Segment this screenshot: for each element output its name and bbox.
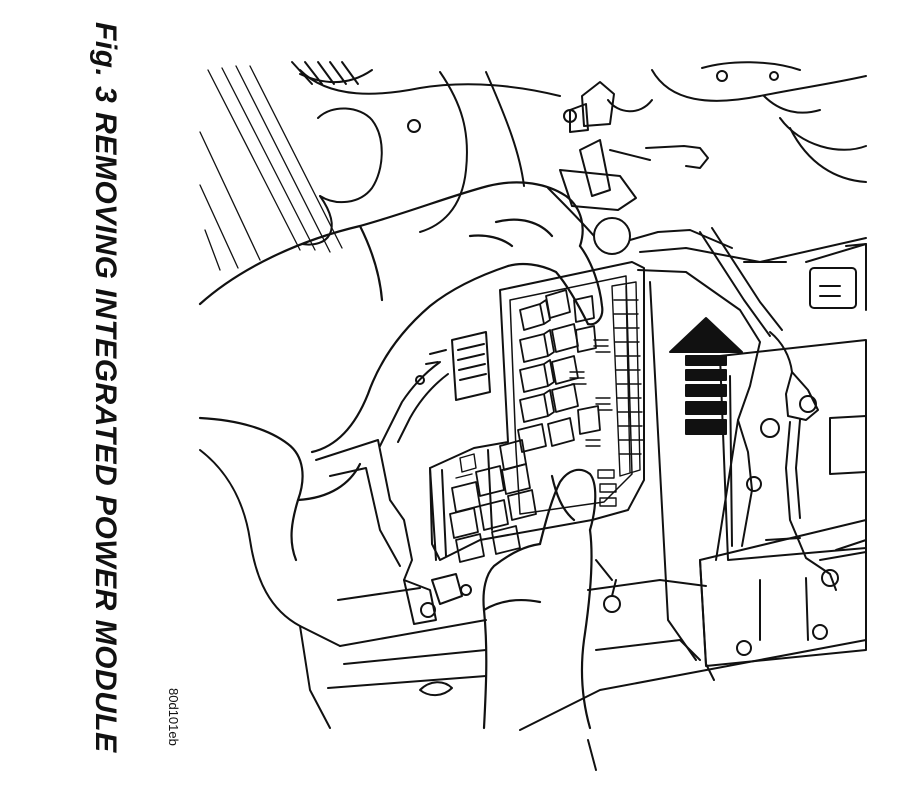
relay-grid	[450, 290, 600, 562]
removal-arrow	[670, 318, 742, 434]
frame-structure	[520, 270, 866, 730]
figure-id: 80d101eb	[166, 688, 181, 746]
integrated-power-module	[430, 262, 644, 560]
figure-caption: Fig. 3 REMOVING INTEGRATED POWER MODULE	[89, 22, 122, 753]
background-hatching	[200, 66, 342, 270]
fuse-strip	[456, 282, 643, 506]
lower-panel	[200, 440, 800, 770]
wiring-harness	[380, 332, 490, 446]
hand-left	[200, 182, 602, 560]
engine-components	[292, 62, 866, 336]
hand-lower	[483, 470, 595, 728]
